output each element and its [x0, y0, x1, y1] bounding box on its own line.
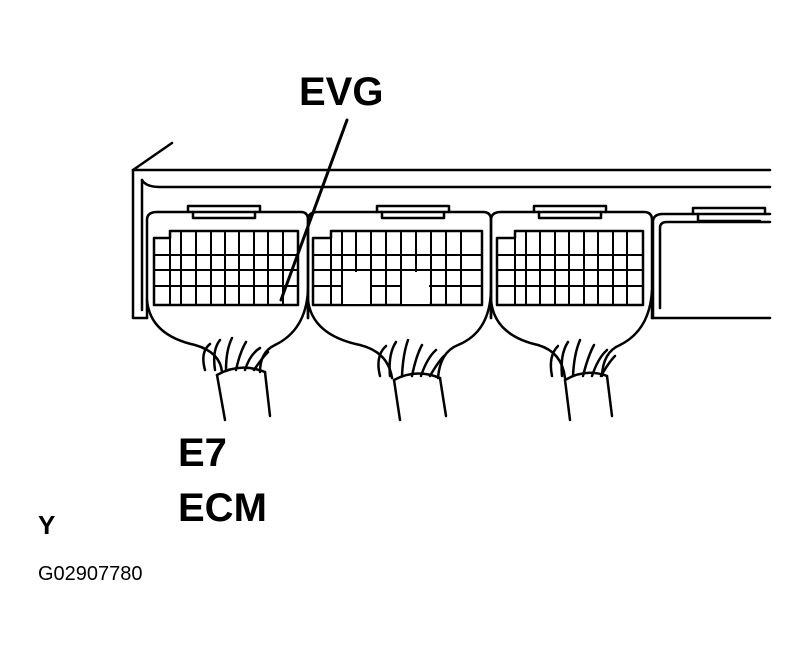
- middle-connector: [306, 204, 493, 422]
- evg-pin-label: EVG: [299, 70, 384, 114]
- wire-color-label: Y: [38, 510, 56, 540]
- evg-leader-line: [279, 118, 349, 302]
- right-connector: [489, 204, 654, 422]
- figure-id-label: G02907780: [38, 563, 143, 585]
- ecm-housing: [131, 141, 772, 320]
- left-connector: [145, 204, 310, 422]
- unit-label: ECM: [178, 486, 267, 530]
- connector-label: E7: [178, 431, 227, 475]
- right-socket: [651, 206, 772, 320]
